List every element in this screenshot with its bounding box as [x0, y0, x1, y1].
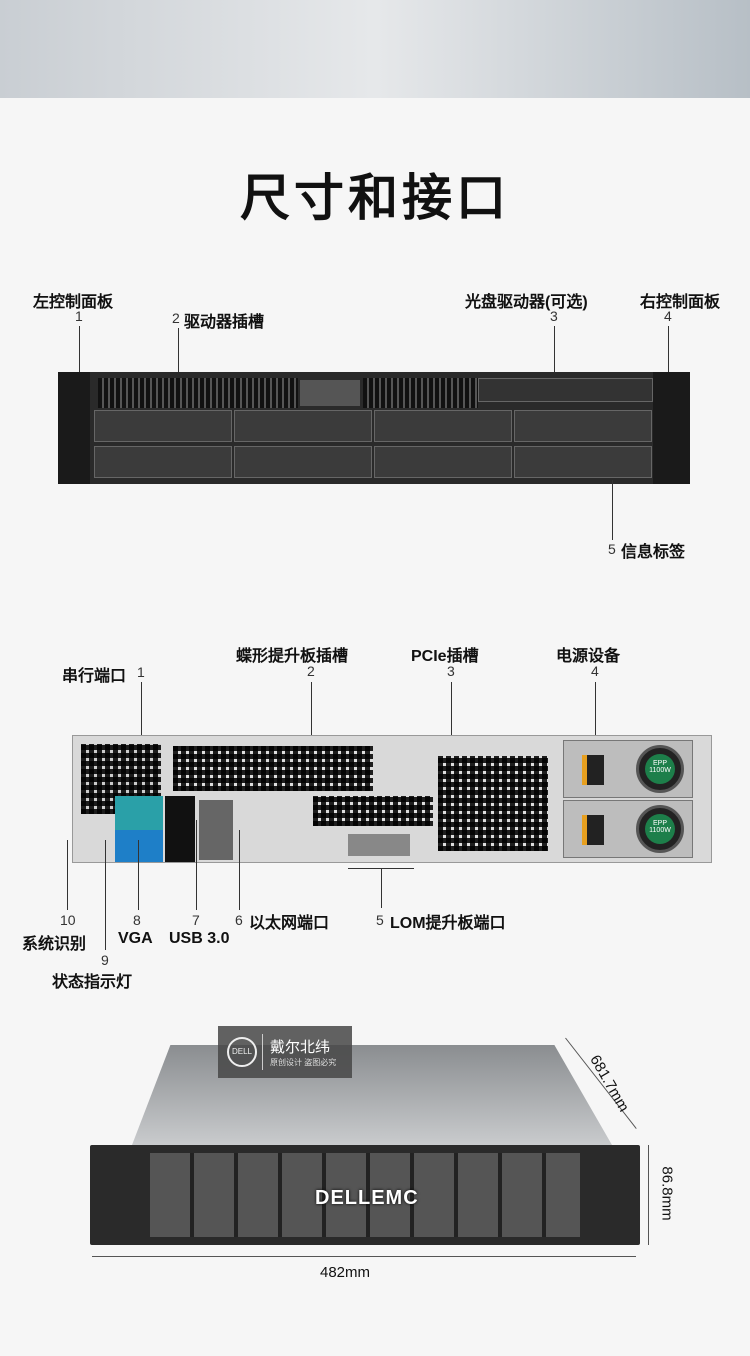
optical-drive [478, 378, 653, 402]
bezel [150, 1153, 580, 1237]
depth-dimension: 681.7mm [586, 1052, 633, 1115]
height-dimension-line [648, 1145, 649, 1245]
vga-port [115, 830, 163, 862]
psu-watt: 1100W [649, 767, 671, 774]
power-socket-icon [582, 815, 604, 845]
rear-num-5: 5 [376, 912, 384, 928]
rear-label-7: USB 3.0 [169, 930, 230, 947]
rear-num-8: 8 [133, 912, 141, 928]
dell-logo: DELL [227, 1037, 257, 1067]
vent-grille [363, 378, 478, 408]
callout-line [105, 840, 106, 950]
rear-label-6: 以太网端口 [249, 915, 330, 932]
rear-label-1: 串行端口 [62, 668, 127, 685]
front-label-4: 右控制面板 [640, 294, 721, 311]
rear-num-7: 7 [192, 912, 200, 928]
front-num-1: 1 [75, 308, 83, 324]
rear-label-8: VGA [118, 930, 153, 947]
drive-bay [374, 446, 512, 478]
lom-ports [348, 834, 410, 856]
front-num-5: 5 [608, 541, 616, 557]
page-title: 尺寸和接口 [240, 170, 510, 226]
rear-num-9: 9 [101, 952, 109, 968]
rear-label-3: PCIe插槽 [411, 648, 479, 665]
drive-bay [94, 446, 232, 478]
watermark: DELL 戴尔北纬 原创设计 盗图必究 [218, 1026, 352, 1078]
rear-num-10: 10 [60, 912, 76, 928]
front-label-2: 驱动器插槽 [184, 314, 265, 331]
callout-line [668, 326, 669, 374]
left-control-panel [58, 372, 90, 484]
callout-line [239, 830, 240, 910]
rear-label-5: LOM提升板端口 [390, 915, 506, 932]
front-num-3: 3 [550, 308, 558, 324]
power-socket-icon [582, 755, 604, 785]
drive-bay [514, 446, 652, 478]
rear-num-6: 6 [235, 912, 243, 928]
psu-epp: EPP [652, 820, 667, 827]
drive-bay [374, 410, 512, 442]
watermark-slogan: 原创设计 盗图必究 [270, 1058, 337, 1067]
front-num-4: 4 [664, 308, 672, 324]
riser-slot [313, 796, 433, 826]
pcie-slots [438, 756, 548, 851]
vent-grille [98, 378, 298, 408]
serial-port [115, 796, 163, 830]
rear-label-2: 蝶形提升板插槽 [236, 648, 349, 665]
brand-logo: DELLEMC [315, 1187, 419, 1209]
server-top-cover [132, 1045, 612, 1145]
callout-line [595, 682, 596, 752]
server-3d-front: DELLEMC [90, 1145, 640, 1245]
callout-line [67, 840, 68, 910]
riser-slot [173, 746, 373, 791]
drive-bay [94, 410, 232, 442]
rear-num-3: 3 [447, 663, 455, 679]
header-banner [0, 0, 750, 98]
drive-bay [234, 446, 372, 478]
callout-line [348, 868, 414, 869]
rear-label-9-text: 状态指示灯 [52, 974, 133, 991]
callout-line [554, 326, 555, 386]
divider [262, 1034, 263, 1070]
vent [81, 744, 161, 814]
height-dimension: 86.8mm [658, 1166, 676, 1221]
psu-epp: EPP [652, 760, 667, 767]
badge-plate [300, 380, 360, 406]
watermark-name: 戴尔北纬 [270, 1039, 331, 1056]
width-dimension-line [92, 1256, 636, 1257]
rear-label-4: 电源设备 [556, 648, 621, 665]
callout-line [138, 840, 139, 910]
right-control-panel [653, 372, 690, 484]
callout-line [451, 682, 452, 762]
callout-line [381, 868, 382, 908]
psu-watt: 1100W [649, 827, 671, 834]
front-label-1: 左控制面板 [33, 294, 114, 311]
rear-num-1: 1 [137, 664, 145, 680]
server-front-image [58, 372, 690, 484]
width-dimension: 482mm [320, 1264, 371, 1281]
front-label-5: 信息标签 [621, 544, 686, 561]
drive-bay [514, 410, 652, 442]
ethernet-ports [199, 800, 233, 860]
drive-bay [234, 410, 372, 442]
rear-num-4: 4 [591, 663, 599, 679]
rear-num-2: 2 [307, 663, 315, 679]
front-num-2: 2 [172, 310, 180, 326]
usb-ports [165, 796, 195, 862]
rear-label-10: 系统识别 [22, 936, 87, 953]
callout-line [612, 480, 613, 540]
front-label-3: 光盘驱动器(可选) [465, 294, 588, 311]
callout-line [196, 820, 197, 910]
callout-line [311, 682, 312, 752]
callout-line [79, 326, 80, 374]
